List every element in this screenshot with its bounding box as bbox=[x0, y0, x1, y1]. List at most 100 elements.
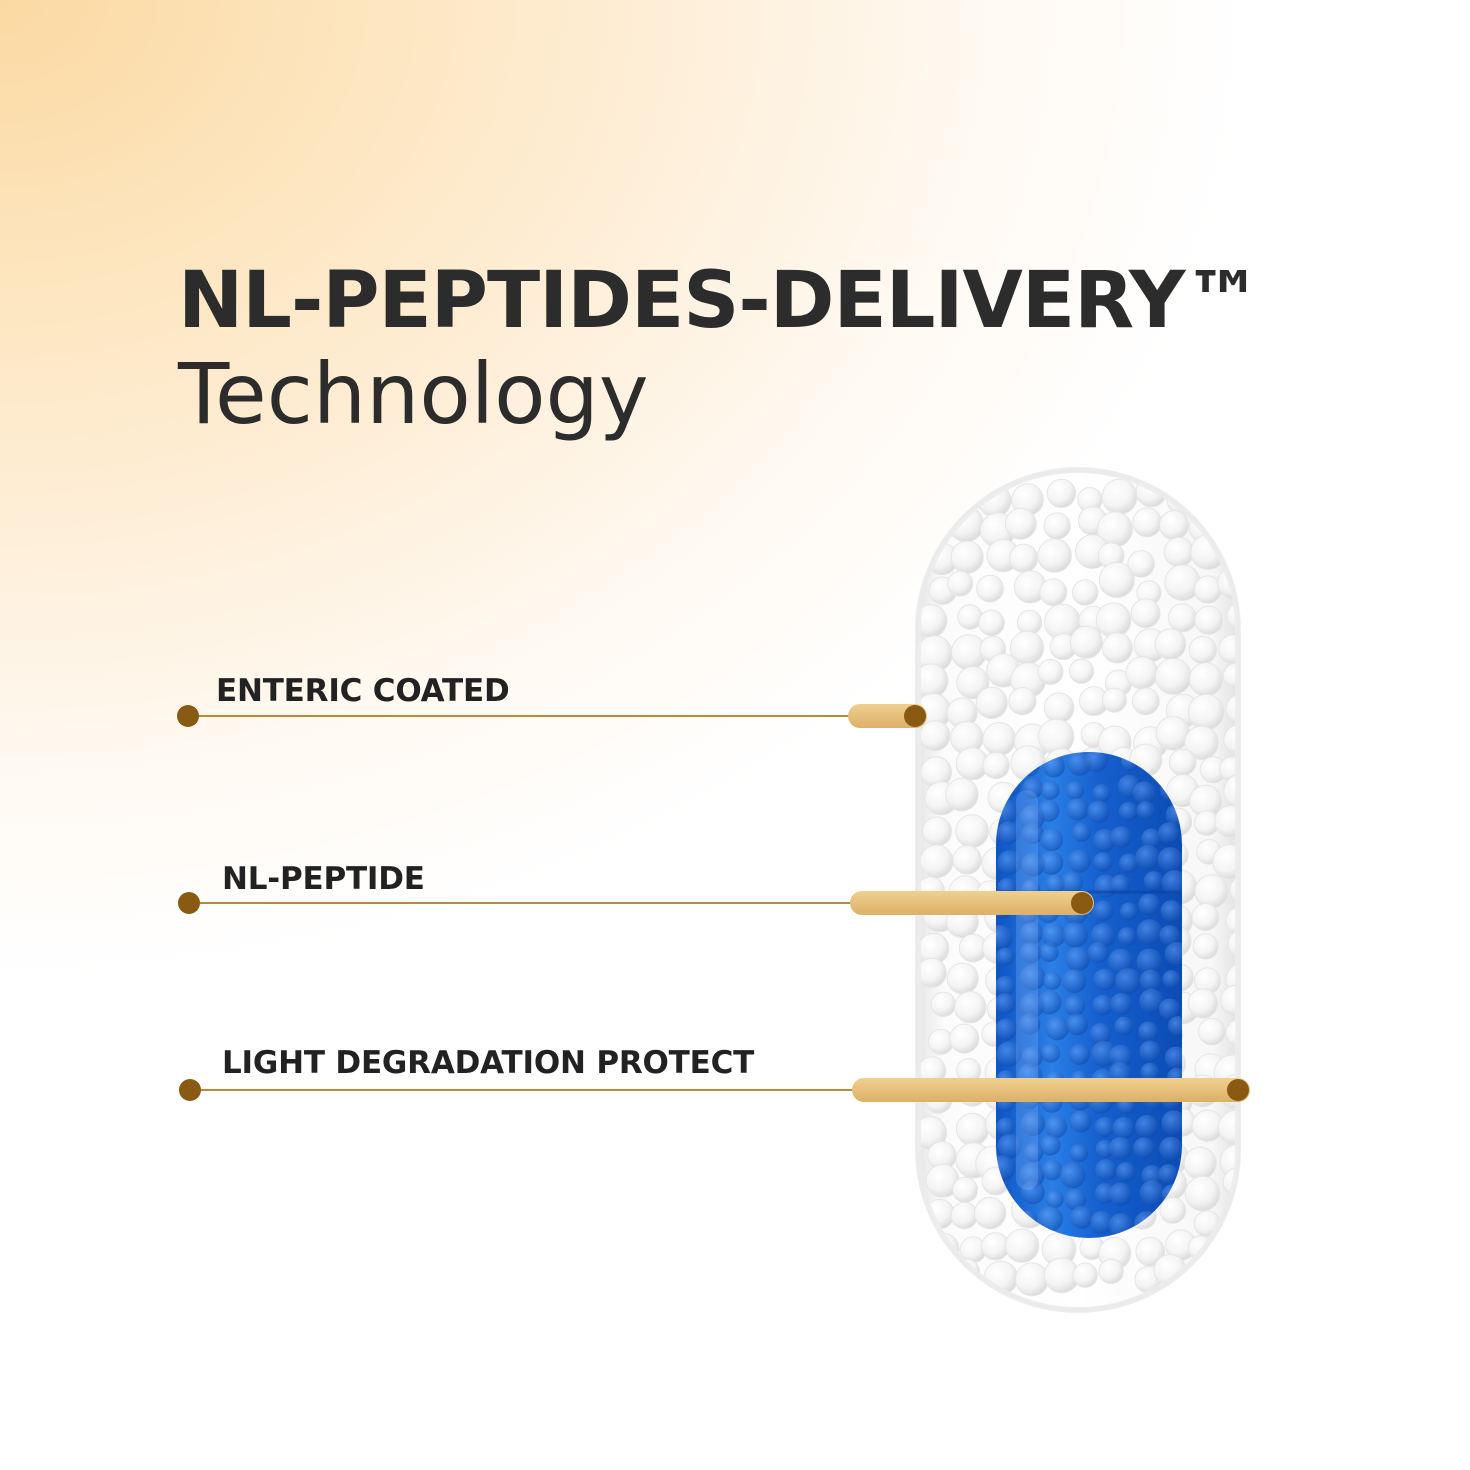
inner-bead bbox=[996, 993, 1016, 1014]
bead bbox=[1184, 725, 1219, 761]
inner-bead bbox=[1109, 1136, 1132, 1160]
inner-bead bbox=[1162, 970, 1181, 989]
bead bbox=[1069, 625, 1103, 659]
inner-bead bbox=[1164, 1046, 1182, 1070]
inner-capsule-highlight bbox=[1016, 790, 1038, 1190]
bead bbox=[919, 720, 951, 752]
bead bbox=[1072, 1262, 1098, 1288]
inner-bead bbox=[1090, 923, 1116, 948]
inner-bead bbox=[1062, 922, 1088, 948]
inner-bead bbox=[1110, 874, 1131, 894]
bead bbox=[949, 1023, 980, 1054]
bead bbox=[975, 686, 1008, 720]
inner-bead bbox=[996, 975, 1016, 996]
bead bbox=[922, 816, 952, 847]
bead bbox=[952, 845, 983, 875]
inner-bead bbox=[997, 850, 1022, 875]
bead bbox=[1037, 538, 1072, 573]
inner-bead bbox=[1061, 871, 1083, 894]
inner-bead bbox=[1092, 784, 1111, 803]
bead bbox=[1196, 1265, 1231, 1300]
inner-bead bbox=[1117, 927, 1137, 946]
bead bbox=[1168, 748, 1197, 777]
inner-bead bbox=[1069, 1144, 1088, 1163]
bead bbox=[1154, 657, 1192, 695]
callout-label-light-degradation: LIGHT DEGRADATION PROTECT bbox=[222, 1045, 755, 1081]
inner-bead bbox=[1139, 988, 1164, 1014]
callout-label-nl-peptide: NL-PEPTIDE bbox=[222, 861, 425, 897]
bead bbox=[1043, 512, 1071, 540]
bead bbox=[1227, 1264, 1238, 1297]
bead bbox=[918, 1263, 946, 1291]
inner-bead bbox=[997, 1133, 1022, 1159]
bead bbox=[1191, 903, 1220, 931]
bead bbox=[1193, 575, 1223, 604]
inner-bead bbox=[1139, 969, 1162, 992]
inner-bead bbox=[1095, 1139, 1114, 1159]
bead bbox=[1194, 874, 1229, 909]
inner-bead bbox=[1066, 798, 1089, 821]
inner-bead bbox=[1161, 1110, 1182, 1136]
bead bbox=[956, 666, 990, 700]
inner-bead bbox=[1093, 852, 1113, 872]
inner-bead bbox=[996, 1018, 1017, 1041]
inner-bead bbox=[1112, 1117, 1135, 1140]
bead bbox=[1187, 988, 1219, 1019]
inner-bead bbox=[1045, 874, 1066, 894]
inner-bead bbox=[1021, 1046, 1043, 1068]
callout-bar-light-degradation bbox=[852, 1078, 1250, 1102]
inner-bead bbox=[1037, 990, 1062, 1015]
bead bbox=[1184, 1175, 1221, 1212]
bead bbox=[1190, 484, 1227, 521]
inner-bead bbox=[1119, 853, 1139, 874]
inner-bead bbox=[1092, 994, 1114, 1016]
inner-bead bbox=[1066, 1013, 1088, 1036]
inner-bead bbox=[1070, 1205, 1094, 1229]
bead bbox=[1130, 598, 1161, 629]
inner-bead bbox=[1158, 822, 1180, 844]
inner-bead bbox=[1133, 1137, 1155, 1159]
inner-bead bbox=[1068, 1043, 1090, 1065]
inner-bead bbox=[1019, 1162, 1045, 1188]
inner-bead bbox=[1067, 849, 1091, 873]
bead bbox=[918, 957, 947, 988]
inner-bead bbox=[1167, 1016, 1182, 1036]
inner-bead bbox=[1021, 852, 1046, 877]
inner-bead bbox=[1040, 781, 1060, 800]
inner-bead bbox=[1136, 801, 1155, 820]
inner-bead bbox=[1158, 998, 1180, 1020]
inner-bead bbox=[1059, 1162, 1086, 1189]
inner-bead bbox=[1135, 1115, 1159, 1138]
inner-bead bbox=[1136, 919, 1163, 945]
inner-bead bbox=[1119, 902, 1138, 921]
bead bbox=[1187, 693, 1225, 731]
inner-bead bbox=[1159, 1136, 1182, 1161]
inner-bead bbox=[1037, 1205, 1063, 1232]
callout-start-dot-enteric-coated bbox=[177, 705, 199, 727]
bead bbox=[1192, 933, 1219, 960]
inner-bead bbox=[1063, 995, 1086, 1017]
bead bbox=[930, 991, 956, 1017]
inner-bead bbox=[1108, 1182, 1132, 1206]
inner-bead bbox=[1139, 1180, 1165, 1206]
bead bbox=[1101, 687, 1127, 713]
inner-bead bbox=[1138, 893, 1161, 916]
bead bbox=[1004, 507, 1037, 540]
callout-start-dot-light-degradation bbox=[179, 1079, 201, 1101]
inner-bead bbox=[996, 1041, 1022, 1067]
bead bbox=[1223, 773, 1238, 810]
inner-bead bbox=[1022, 778, 1044, 799]
inner-bead bbox=[1089, 1022, 1112, 1045]
inner-bead bbox=[1040, 1043, 1061, 1063]
inner-bead bbox=[1020, 1180, 1045, 1205]
bead bbox=[1131, 687, 1160, 716]
inner-bead bbox=[1164, 942, 1182, 966]
title-block: NL-PEPTIDES-DELIVERY™ Technology bbox=[178, 262, 1262, 436]
bead bbox=[1043, 692, 1075, 724]
inner-bead bbox=[1023, 1142, 1044, 1163]
bead bbox=[1226, 602, 1238, 630]
inner-bead bbox=[1115, 968, 1141, 994]
bead bbox=[1218, 517, 1238, 548]
inner-bead bbox=[1108, 948, 1133, 974]
bead bbox=[955, 1112, 990, 1147]
